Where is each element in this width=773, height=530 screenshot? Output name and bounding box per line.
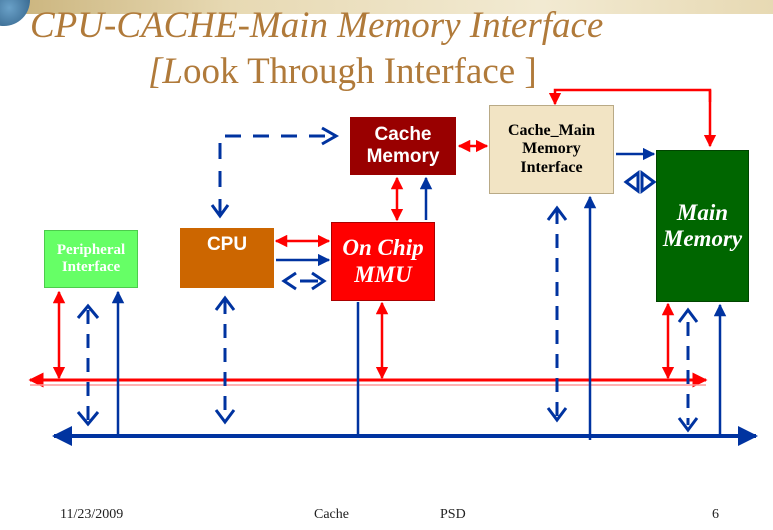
footer-page-number: 6 (712, 507, 719, 522)
red-bus (28, 372, 708, 388)
footer-author: PSD (440, 507, 466, 522)
cache-main-interface-label: Cache_Main Memory Interface (507, 121, 596, 176)
subtitle-rest: ook Through Interface ] (182, 51, 537, 92)
subtitle-initial: L (162, 51, 183, 92)
main-dashed-link (677, 307, 699, 433)
interface-main-bidirectional (623, 170, 657, 194)
main-memory-label: Main Memory (662, 199, 743, 251)
cpu-block: CPU (180, 228, 274, 288)
cpu-label: CPU (206, 234, 248, 255)
peripheral-dashed-link (76, 303, 100, 427)
cache-memory-block: Cache Memory (350, 117, 456, 175)
cpu-cache-dashed-link (210, 126, 340, 219)
cache-memory-label: Cache Memory (366, 124, 440, 167)
main-memory-block: Main Memory (656, 150, 749, 302)
peripheral-label: Peripheral Interface (56, 241, 126, 275)
interface-dashed-link (546, 205, 568, 423)
slide-subtitle: [Look Through Interface ] (148, 50, 537, 93)
cpu-mmu-dashed-link (281, 271, 327, 291)
peripheral-interface-block: Peripheral Interface (44, 230, 138, 288)
subtitle-bracket: [ (148, 51, 163, 92)
footer-date: 11/23/2009 (60, 507, 124, 522)
cpu-bus-dashed-link (214, 295, 236, 425)
footer-topic: Cache (314, 507, 349, 522)
interface-main-red-link (548, 88, 717, 148)
mmu-label: On Chip MMU (342, 235, 424, 287)
header-banner (0, 0, 773, 14)
mmu-block: On Chip MMU (331, 222, 435, 301)
cache-main-interface-block: Cache_Main Memory Interface (489, 105, 614, 194)
slide-title: CPU-CACHE-Main Memory Interface (30, 5, 604, 46)
